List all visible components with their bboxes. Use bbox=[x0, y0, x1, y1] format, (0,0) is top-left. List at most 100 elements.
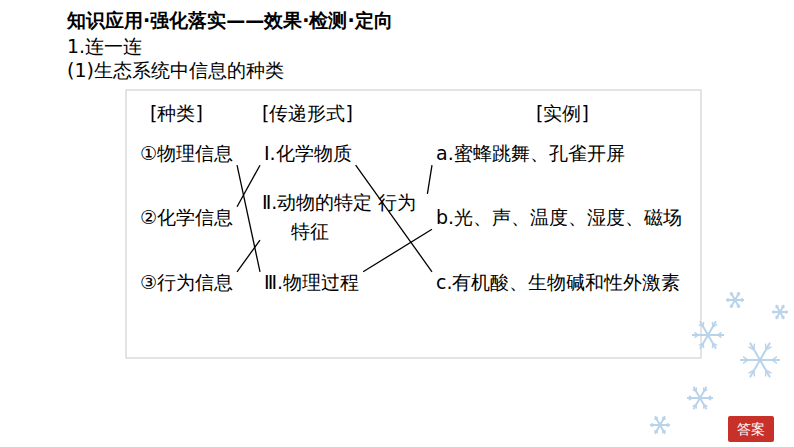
snowflake-arm bbox=[760, 343, 770, 360]
snowflake-branch bbox=[693, 405, 697, 407]
snowflake-arm bbox=[760, 360, 770, 377]
snowflake-arm bbox=[694, 398, 701, 409]
snowflake-arm bbox=[700, 398, 707, 409]
snowflake-branch bbox=[773, 311, 775, 312]
item-text: Ⅱ.动物的特定 行为特征 bbox=[262, 191, 416, 242]
snowflake-arm bbox=[700, 321, 708, 335]
snowflake-arm bbox=[687, 397, 700, 399]
snowflake-branch bbox=[656, 417, 658, 420]
snowflake-branch bbox=[766, 347, 771, 350]
item-text: Ⅲ.物理过程 bbox=[264, 271, 359, 293]
snowflake-arm bbox=[735, 300, 740, 308]
snowflake-arm bbox=[780, 305, 784, 312]
snowflake-arm bbox=[694, 387, 701, 398]
snowflake-branch bbox=[749, 370, 754, 373]
item-text: ②化学信息 bbox=[140, 206, 233, 228]
snowflake-branch bbox=[689, 396, 692, 398]
snowflake-branch bbox=[727, 298, 729, 300]
match-item: ②化学信息 bbox=[138, 203, 235, 233]
match-line bbox=[363, 229, 432, 272]
snowflake-branch bbox=[663, 419, 666, 420]
snowflake-arm bbox=[780, 312, 784, 319]
match-item: a.蜜蜂跳舞、孔雀开屏 bbox=[434, 139, 627, 169]
snowflake-arm bbox=[700, 335, 708, 349]
match-item: Ⅱ.动物的特定 行为特征 bbox=[262, 187, 425, 248]
snowflake-branch bbox=[766, 370, 771, 373]
item-text: c.有机酸、生物碱和性外激素 bbox=[436, 271, 681, 293]
snowflake-branch bbox=[737, 305, 739, 308]
snowflake-arm bbox=[692, 334, 708, 336]
snowflake-branch bbox=[743, 360, 748, 363]
snowflake-branch bbox=[704, 390, 708, 392]
snowflake-arm bbox=[731, 300, 736, 308]
snowflake-branch bbox=[732, 293, 734, 296]
snowflake-arm bbox=[655, 425, 660, 434]
snowflake-arm bbox=[660, 416, 665, 425]
snowflake-branch bbox=[775, 316, 777, 317]
item-text: 答案 bbox=[737, 421, 765, 437]
snowflake-branch bbox=[654, 430, 657, 431]
snowflake-arm bbox=[700, 387, 707, 398]
item-text: a.蜜蜂跳舞、孔雀开屏 bbox=[436, 142, 625, 164]
heading-text: (1)生态系统中信息的种类 bbox=[67, 58, 284, 84]
item-text: b.光、声、温度、湿度、磁场 bbox=[436, 206, 682, 228]
match-item: ①物理信息 bbox=[138, 139, 235, 169]
match-line bbox=[427, 165, 432, 194]
match-item: c.有机酸、生物碱和性外激素 bbox=[434, 268, 683, 298]
snowflake-branch bbox=[703, 405, 705, 409]
snowflake-branch bbox=[785, 312, 787, 313]
panel-frame bbox=[126, 90, 701, 358]
item-text: ③行为信息 bbox=[140, 271, 233, 293]
snowflake-branch bbox=[738, 294, 740, 295]
snowflake-branch bbox=[753, 344, 755, 350]
snowflake-branch bbox=[743, 357, 748, 360]
snowflake-branch bbox=[772, 357, 777, 360]
snowflake-arm bbox=[750, 360, 760, 377]
snowflake-arm bbox=[700, 397, 713, 399]
snowflake-branch bbox=[712, 343, 714, 348]
match-line bbox=[237, 165, 260, 207]
snowflake-branch bbox=[702, 322, 704, 327]
snowflakes bbox=[650, 292, 788, 433]
snowflake-branch bbox=[708, 398, 711, 400]
answer-button: 答案 bbox=[728, 416, 774, 442]
snowflake-branch bbox=[740, 300, 742, 302]
match-item: b.光、声、温度、湿度、磁场 bbox=[434, 203, 684, 233]
snowflake-branch bbox=[699, 343, 703, 345]
column-header: [传递形式] bbox=[262, 101, 353, 127]
snowflake-arm bbox=[776, 312, 780, 319]
snowflake-arm bbox=[735, 292, 740, 300]
column-header: [种类] bbox=[150, 101, 203, 127]
snowflake-arm bbox=[708, 321, 716, 335]
snowflake-arm bbox=[655, 416, 660, 425]
snowflake-arm bbox=[708, 334, 724, 336]
snowflake-branch bbox=[652, 423, 654, 425]
snowflake-arm bbox=[750, 343, 760, 360]
snowflake-branch bbox=[781, 316, 783, 318]
snowflake-branch bbox=[662, 430, 664, 433]
heading-text: 1.连一连 bbox=[67, 34, 142, 60]
snowflake-arm bbox=[731, 292, 736, 300]
match-item: Ⅲ.物理过程 bbox=[262, 268, 361, 298]
match-line bbox=[356, 165, 432, 272]
match-item: Ⅰ.化学物质 bbox=[262, 139, 354, 169]
snowflake-branch bbox=[772, 360, 777, 363]
item-text: Ⅰ.化学物质 bbox=[264, 142, 352, 164]
snowflake-arm bbox=[708, 335, 716, 349]
column-header: [实例] bbox=[536, 101, 589, 127]
snowflake-branch bbox=[718, 335, 722, 338]
snowflake-branch bbox=[777, 305, 779, 307]
heading-text: 知识应用·强化落实——效果·检测·定向 bbox=[67, 8, 393, 34]
match-line bbox=[237, 165, 260, 272]
snowflake-branch bbox=[730, 305, 732, 306]
snowflake-arm bbox=[740, 359, 760, 361]
snowflake-arm bbox=[776, 305, 780, 312]
snowflake-branch bbox=[749, 347, 754, 350]
item-text: ①物理信息 bbox=[140, 142, 233, 164]
snowflake-branch bbox=[694, 332, 698, 335]
snowflake-arm bbox=[660, 425, 665, 434]
match-line bbox=[237, 240, 260, 272]
snowflake-branch bbox=[666, 425, 668, 427]
snowflake-branch bbox=[695, 387, 697, 391]
